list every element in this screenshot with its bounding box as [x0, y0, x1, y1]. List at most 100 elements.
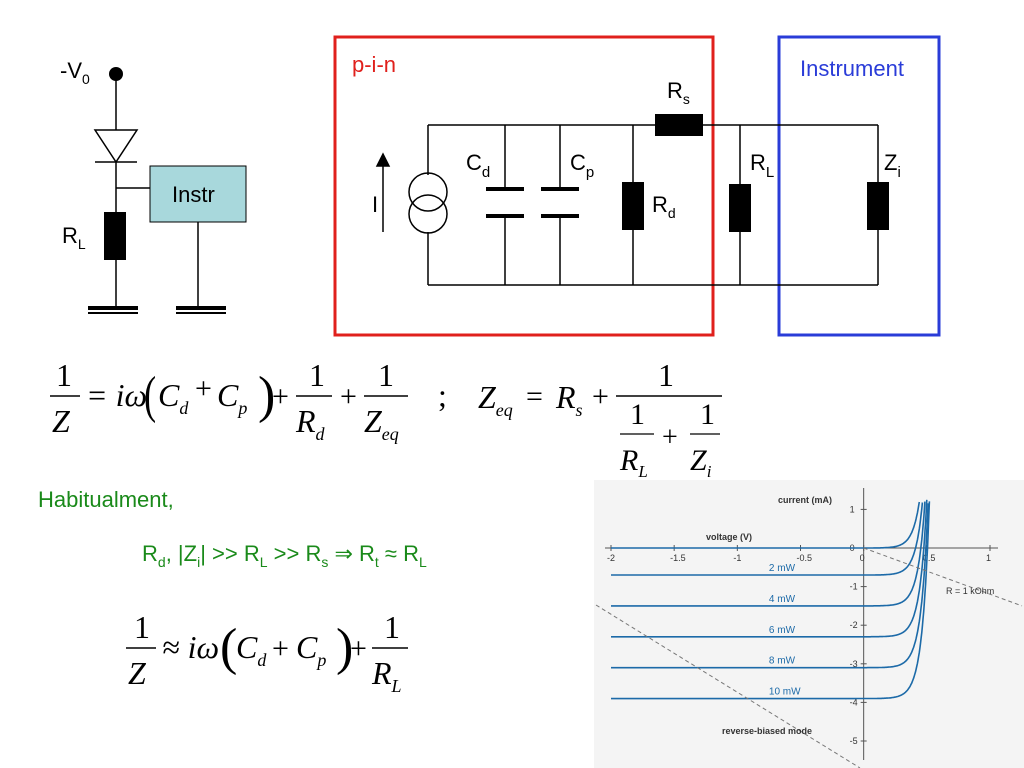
- chart-annotation: reverse-biased mode: [722, 726, 812, 736]
- iv-curve: [611, 499, 928, 638]
- svg-text:1: 1: [658, 357, 674, 393]
- svg-text:Z: Z: [128, 655, 147, 691]
- svg-text:≈ iω: ≈ iω: [162, 629, 219, 665]
- svg-text:Rd: Rd: [295, 403, 326, 444]
- rs-resistor: [655, 114, 703, 136]
- x-tick-label: -1.5: [670, 553, 686, 563]
- instr-box: [149, 165, 247, 223]
- rs-label: Rs: [667, 78, 690, 107]
- svg-text:+: +: [272, 632, 289, 665]
- x-tick-label: -0.5: [797, 553, 813, 563]
- svg-text:Cd: Cd: [158, 377, 189, 418]
- svg-text:1: 1: [630, 398, 645, 431]
- chart-background: [594, 480, 1024, 768]
- iv-curve: [611, 501, 931, 700]
- y-tick-label: -1: [850, 582, 858, 592]
- svg-text:+: +: [662, 422, 678, 453]
- rd-resistor: [622, 182, 644, 230]
- zi-label: Zi: [884, 150, 901, 181]
- equation-2: Zeq = Rs + 1 1 RL + 1 Zi: [478, 357, 722, 481]
- svg-text:Cd: Cd: [236, 629, 267, 670]
- svg-text:Zeq: Zeq: [364, 403, 399, 444]
- svg-text:Z: Z: [52, 403, 71, 439]
- svg-text:1: 1: [134, 609, 150, 645]
- svg-text:= iω: = iω: [86, 377, 147, 413]
- svg-text:+: +: [350, 632, 367, 665]
- svg-text:Rs: Rs: [555, 379, 583, 420]
- svg-text:Zi: Zi: [690, 444, 712, 481]
- x-tick-label: -1: [733, 553, 741, 563]
- rl2-resistor: [729, 184, 751, 232]
- load-line-label: R = 1 kOhm: [946, 586, 994, 596]
- svg-text:Cp: Cp: [217, 377, 247, 418]
- svg-text:1: 1: [309, 357, 325, 393]
- rl-resistor: [104, 212, 126, 260]
- svg-text:+: +: [340, 380, 357, 413]
- svg-text:): ): [336, 619, 353, 676]
- cd-capacitor: [486, 187, 524, 191]
- svg-text:+: +: [272, 380, 289, 413]
- x-tick-label: 0.5: [923, 553, 936, 563]
- svg-text:;: ;: [438, 377, 447, 413]
- svg-text:Cp: Cp: [296, 629, 326, 670]
- ground-2: [176, 306, 226, 310]
- svg-text:1: 1: [56, 357, 72, 393]
- diode-symbol: [93, 129, 139, 164]
- x-tick-label: -2: [607, 553, 615, 563]
- svg-text:Zeq: Zeq: [478, 379, 513, 420]
- x-tick-label: 0: [860, 553, 865, 563]
- svg-text:+: +: [195, 372, 212, 405]
- svg-text:RL: RL: [371, 655, 402, 696]
- iv-curve: [611, 502, 924, 576]
- cd-label: Cd: [466, 150, 490, 181]
- pin-box: [333, 35, 715, 337]
- x-tick-label: 1: [986, 553, 991, 563]
- current-label: I: [372, 192, 378, 217]
- cp-label: Cp: [570, 150, 594, 181]
- svg-text:1: 1: [378, 357, 394, 393]
- load-line: [863, 547, 1023, 607]
- equation-3: 1 Z ≈ iω ( Cd + Cp ) + 1 RL: [126, 609, 408, 696]
- svg-text:1: 1: [384, 609, 400, 645]
- instrument-title: Instrument: [800, 56, 904, 81]
- bias-circuit: -V0 Instr RL: [60, 58, 247, 314]
- svg-text:1: 1: [700, 398, 715, 431]
- chart-xlabel: voltage (V): [706, 532, 752, 542]
- series-label: 10 mW: [769, 687, 801, 698]
- condition-text: Rd, |Zi| >> RL >> Rs ⇒ Rt ≈ RL: [142, 541, 427, 570]
- series-label: 4 mW: [769, 594, 796, 605]
- supply-label: -V0: [60, 58, 90, 87]
- zi-impedance: [867, 182, 889, 230]
- iv-curve: [611, 501, 926, 607]
- svg-text:RL: RL: [619, 444, 648, 481]
- instr-label: Instr: [172, 182, 215, 207]
- iv-curve: [611, 501, 921, 549]
- svg-text:(: (: [144, 366, 156, 424]
- series-label: 6 mW: [769, 625, 796, 636]
- y-tick-label: -5: [850, 736, 858, 746]
- reverse-bias-line: [595, 604, 861, 768]
- y-tick-label: -3: [850, 659, 858, 669]
- rd-label: Rd: [652, 192, 676, 221]
- y-tick-label: -2: [850, 620, 858, 630]
- svg-text:(: (: [220, 619, 237, 676]
- chart-ylabel: current (mA): [778, 495, 832, 505]
- cp-capacitor: [541, 187, 579, 191]
- y-tick-label: 1: [850, 504, 855, 514]
- svg-text:+: +: [592, 380, 609, 413]
- rl2-label: RL: [750, 150, 774, 181]
- pin-title: p-i-n: [352, 52, 396, 77]
- series-label: 8 mW: [769, 656, 796, 667]
- ground-1: [88, 306, 138, 310]
- equation-1: 1 Z = iω ( Cd + Cp ) + 1 Rd + 1 Zeq ;: [50, 357, 447, 444]
- equivalent-circuit: [375, 124, 879, 286]
- habitual-text: Habitualment,: [38, 487, 174, 512]
- iv-curve: [611, 503, 929, 669]
- instrument-box: [777, 35, 941, 337]
- rl-label: RL: [62, 223, 86, 252]
- series-label: 2 mW: [769, 563, 796, 574]
- y-tick-label: -4: [850, 697, 858, 707]
- svg-text:=: =: [526, 380, 543, 413]
